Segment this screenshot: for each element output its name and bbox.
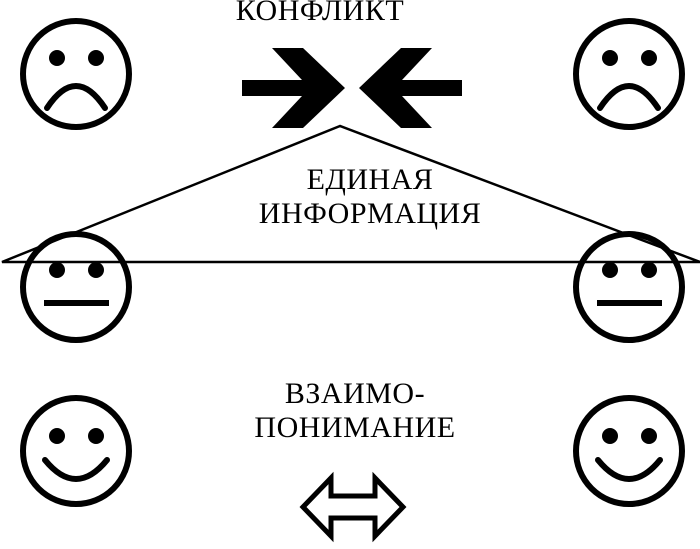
double-headed-arrow-icon: [299, 471, 407, 543]
mutual-understanding-label: ВЗАИМО- ПОНИМАНИЕ: [200, 377, 510, 445]
shared-information-triangle: [1, 124, 700, 264]
mutual-understanding-line-2: ПОНИМАНИЕ: [254, 411, 456, 444]
shared-information-label: ЕДИНАЯ ИНФОРМАЦИЯ: [200, 163, 540, 231]
happy-face-right-icon: [573, 395, 685, 507]
shared-information-line-1: ЕДИНАЯ: [306, 163, 434, 196]
sad-face-right-icon: [573, 18, 685, 130]
happy-face-left-icon: [20, 395, 132, 507]
shared-information-line-2: ИНФОРМАЦИЯ: [258, 197, 482, 230]
neutral-face-right-icon: [573, 231, 685, 343]
conflict-label: КОНФЛИКТ: [235, 0, 405, 27]
neutral-face-left-icon: [20, 231, 132, 343]
mutual-understanding-line-1: ВЗАИМО-: [284, 377, 426, 410]
converging-arrows-icon: [242, 48, 462, 128]
sad-face-left-icon: [20, 18, 132, 130]
